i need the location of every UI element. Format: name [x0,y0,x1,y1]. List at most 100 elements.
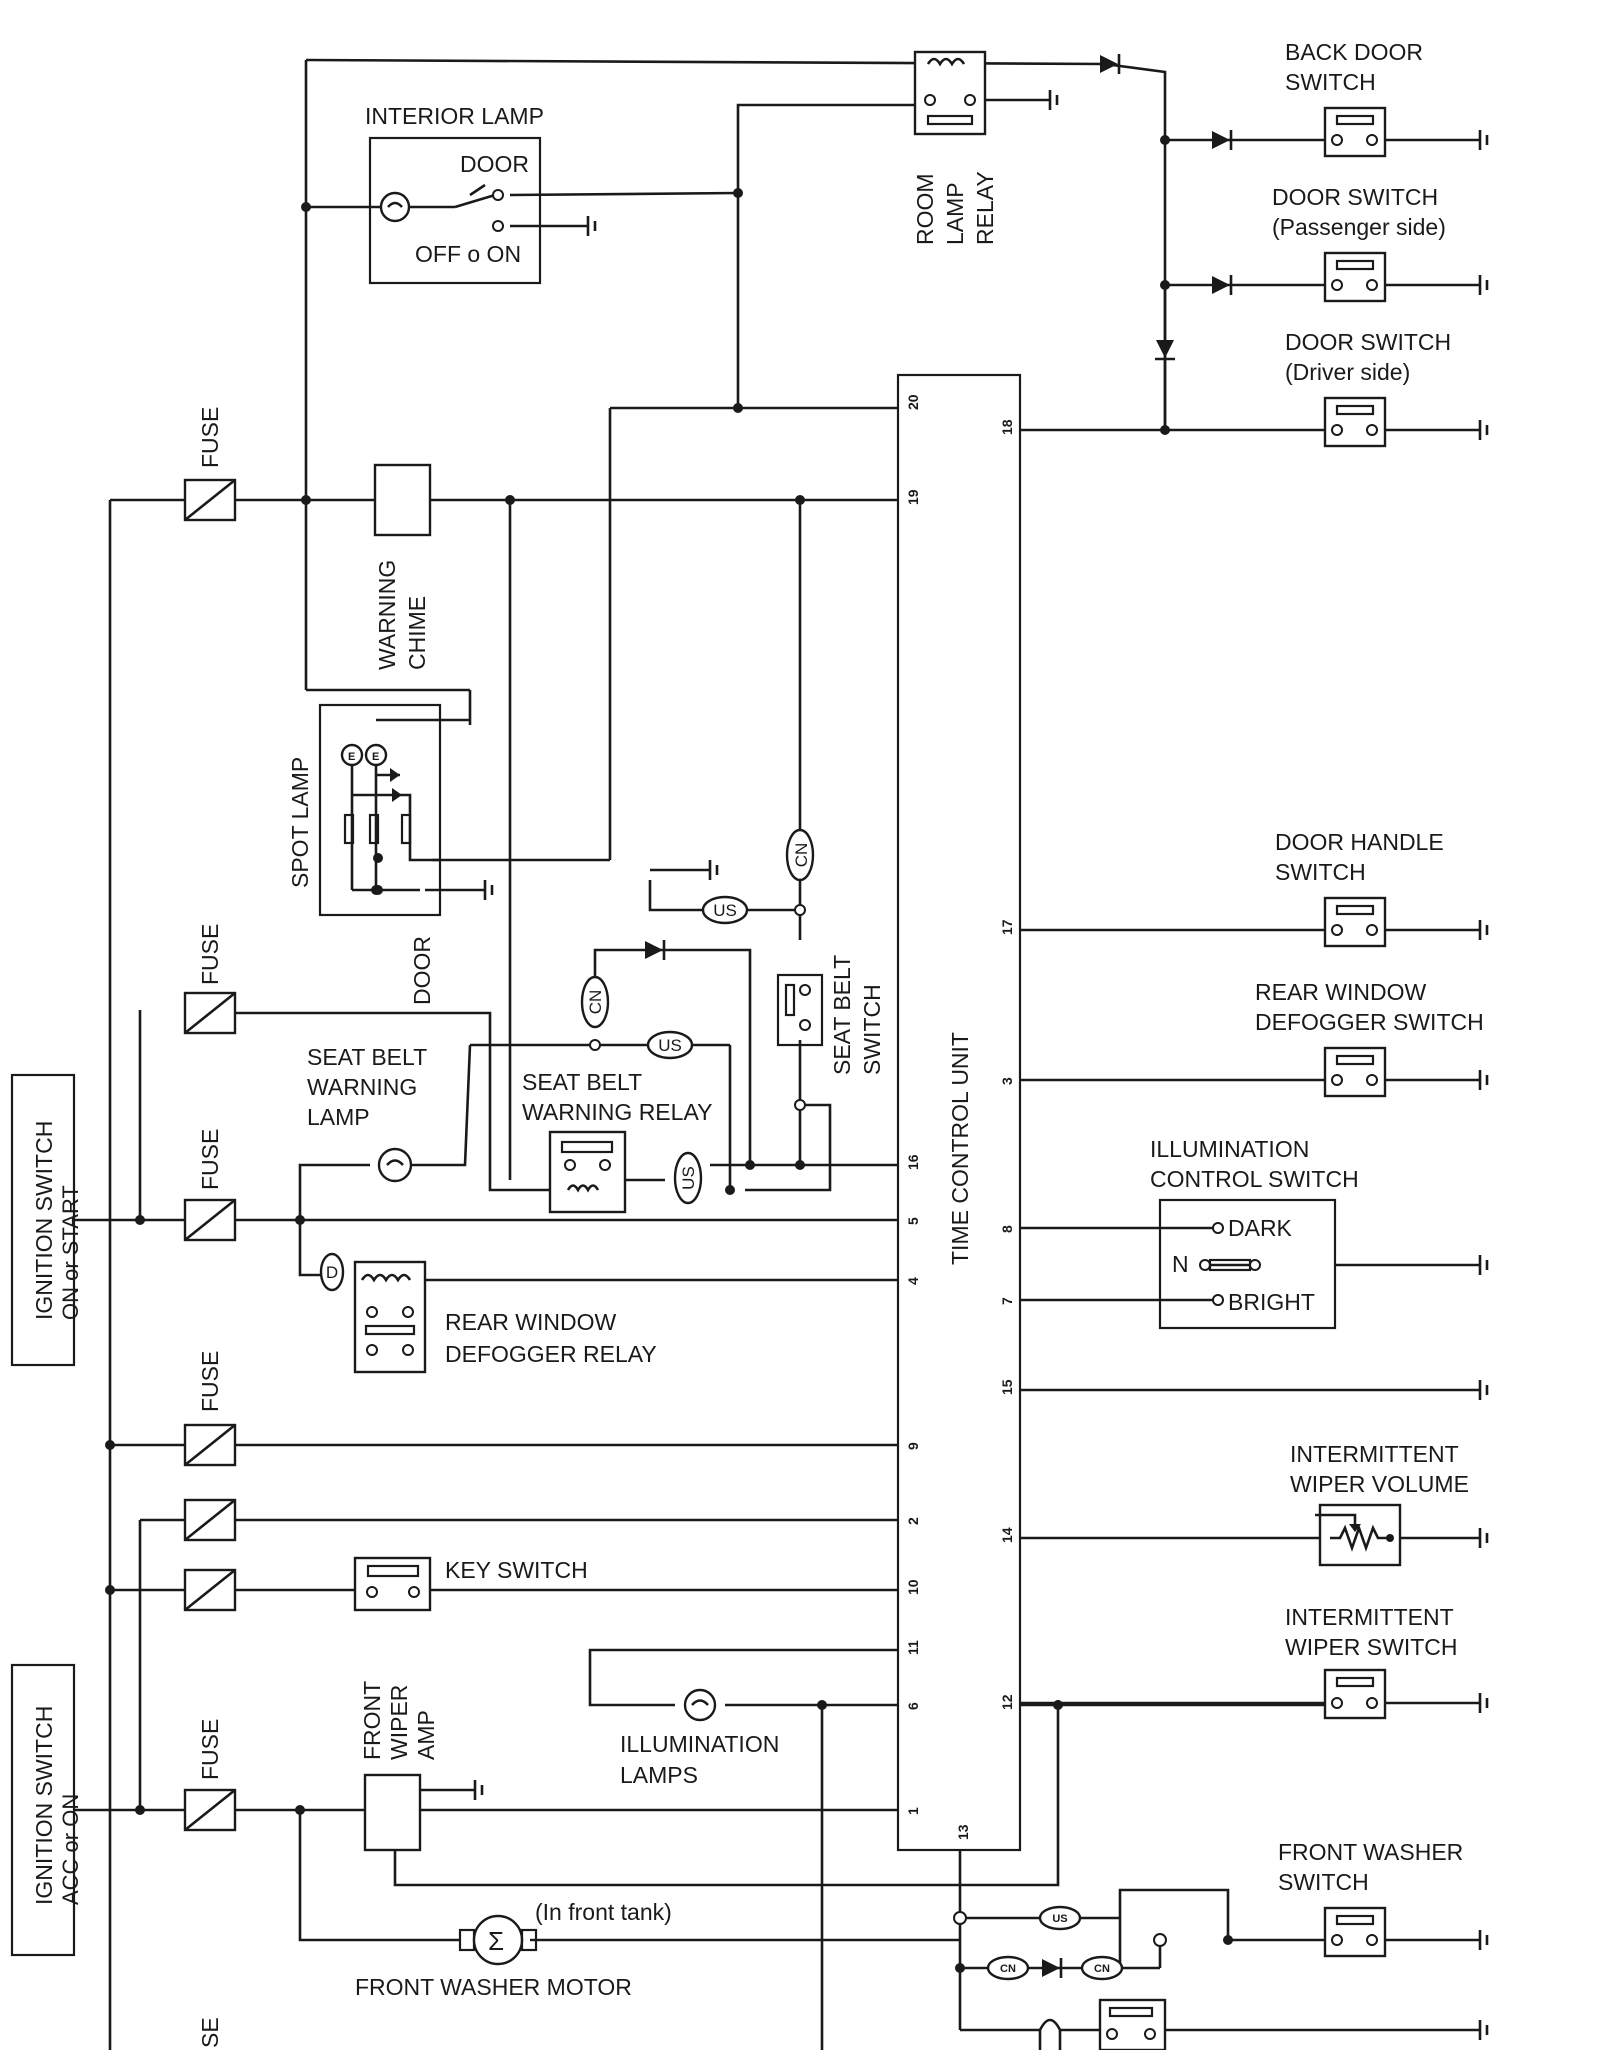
dark-label: DARK [1228,1215,1293,1241]
fuse-2-label: FUSE [197,924,223,985]
seat-belt-warning-lamp-label-1: SEAT BELT [307,1044,427,1070]
us-tag-2: US [658,1036,682,1055]
illumination-lamps-label-1: ILLUMINATION [620,1731,779,1757]
room-lamp-relay-label-2: LAMP [942,182,968,245]
intermittent-wiper-volume-label-2: WIPER VOLUME [1290,1471,1469,1497]
pin-9: 9 [905,1442,921,1450]
fuse-2 [183,991,237,1035]
rear-window-defogger-relay-label-1: REAR WINDOW [445,1309,617,1335]
pin-14: 14 [999,1527,1015,1543]
door-switch-passenger-label-1: DOOR SWITCH [1272,184,1438,210]
us-tag-3: US [679,1166,698,1190]
spot-lamp-bulb-tag-1: E [348,751,355,763]
ignition-switch-on-start-label-1: IGNITION SWITCH [31,1121,57,1320]
wires [75,58,1480,2050]
seat-belt-warning-lamp-label-3: LAMP [307,1104,370,1130]
illumination-lamps [683,1688,717,1722]
warning-chime [373,463,432,537]
door-handle-switch-label-2: SWITCH [1275,859,1366,885]
fuse-7 [183,1788,237,1832]
pin-4: 4 [905,1277,921,1285]
front-washer-switch-label-1: FRONT WASHER [1278,1839,1463,1865]
open-terminals [589,904,1167,1947]
rear-window-defogger-switch [1323,1046,1387,1098]
ignition-switch-acc-on-box [10,1663,76,1957]
pin-1: 1 [905,1807,921,1815]
ground-symbols [420,90,1489,2040]
spot-lamp-door-label: DOOR [409,936,435,1005]
intermittent-wiper-volume [1315,1503,1402,1567]
rear-window-defogger-relay [353,1260,427,1374]
front-washer-switch [1323,1906,1387,1958]
pin-8: 8 [999,1225,1015,1233]
back-door-switch-label-1: BACK DOOR [1285,39,1423,65]
time-control-unit-label: TIME CONTROL UNIT [947,1032,973,1265]
illumination-control-switch [1158,1198,1337,1330]
room-lamp-relay-label-3: RELAY [972,171,998,245]
fuse-1-label: FUSE [197,407,223,468]
interior-lamp-label: INTERIOR LAMP [365,103,544,129]
front-wiper-amp [363,1773,422,1852]
seat-belt-switch-label-2: SWITCH [859,984,885,1075]
fuse-4 [183,1423,237,1467]
back-door-switch [1323,106,1387,158]
key-switch [353,1556,432,1612]
cn-tag-1: CN [792,843,811,868]
front-washer-motor-label: FRONT WASHER MOTOR [355,1974,632,2000]
rear-window-defogger-relay-label-2: DEFOGGER RELAY [445,1341,657,1367]
fuse-3-label: FUSE [197,1129,223,1190]
in-front-tank-label: (In front tank) [535,1899,672,1925]
bottom-switch-partial [1038,1998,1167,2050]
pin-15: 15 [999,1379,1015,1395]
key-switch-label: KEY SWITCH [445,1557,588,1583]
door-switch-driver-label-1: DOOR SWITCH [1285,329,1451,355]
pin-16: 16 [905,1154,921,1170]
rear-window-defogger-switch-label-2: DEFOGGER SWITCH [1255,1009,1484,1035]
junction-dots [105,135,1233,1973]
cn-tag-2: CN [586,990,605,1015]
warning-chime-label-1: WARNING [374,560,400,670]
seat-belt-switch [776,973,824,1047]
fuse-bottom-partial-label: SE [197,2017,223,2048]
ignition-switch-on-start-box [10,1073,76,1367]
pin-10: 10 [905,1579,921,1595]
seat-belt-warning-relay-label-2: WARNING RELAY [522,1099,712,1125]
pin-19: 19 [905,489,921,505]
pin-5: 5 [905,1217,921,1225]
fuse-1 [183,478,237,522]
door-switch-driver [1323,396,1387,448]
pin-6: 6 [905,1702,921,1710]
interior-lamp [368,136,542,285]
front-wiper-amp-label-3: AMP [413,1710,439,1760]
intermittent-wiper-volume-label-1: INTERMITTENT [1290,1441,1459,1467]
seat-belt-switch-label-1: SEAT BELT [829,955,855,1075]
us-tag-1: US [713,901,737,920]
illumination-lamps-label-2: LAMPS [620,1762,698,1788]
diodes [645,54,1233,1978]
front-washer-motor: Σ [458,1914,538,1966]
connector-tags: CN US CN US US D US CN CN [319,828,1124,1981]
intermittent-wiper-switch [1323,1668,1387,1720]
us-tag-4: US [1052,1913,1067,1925]
labels: BACK DOOR SWITCH DOOR SWITCH (Passenger … [31,39,1484,2048]
rear-window-defogger-switch-label-1: REAR WINDOW [1255,979,1427,1005]
door-switch-driver-label-2: (Driver side) [1285,359,1410,385]
room-lamp-relay [913,50,987,136]
seat-belt-warning-relay [548,1130,627,1214]
illumination-control-switch-label-1: ILLUMINATION [1150,1136,1309,1162]
fuse-3 [183,1198,237,1242]
fuse-5-label: FUSE [197,1719,223,1780]
pin-numbers: 20 19 18 17 3 16 5 4 8 7 15 9 2 14 10 11… [905,394,1015,1840]
svg-text:Σ: Σ [488,1926,504,1956]
d-tag: D [326,1263,338,1282]
fuses [183,478,237,1832]
n-label: N [1172,1251,1189,1277]
ignition-switch-acc-on-label-2: ACC or ON [58,1794,83,1905]
interior-lamp-off-on-label: OFF o ON [415,241,521,267]
intermittent-wiper-switch-label-2: WIPER SWITCH [1285,1634,1458,1660]
pin-7: 7 [999,1297,1015,1305]
front-washer-switch-label-2: SWITCH [1278,1869,1369,1895]
fuse-4-label: FUSE [197,1351,223,1412]
front-wiper-amp-label-2: WIPER [386,1685,412,1760]
